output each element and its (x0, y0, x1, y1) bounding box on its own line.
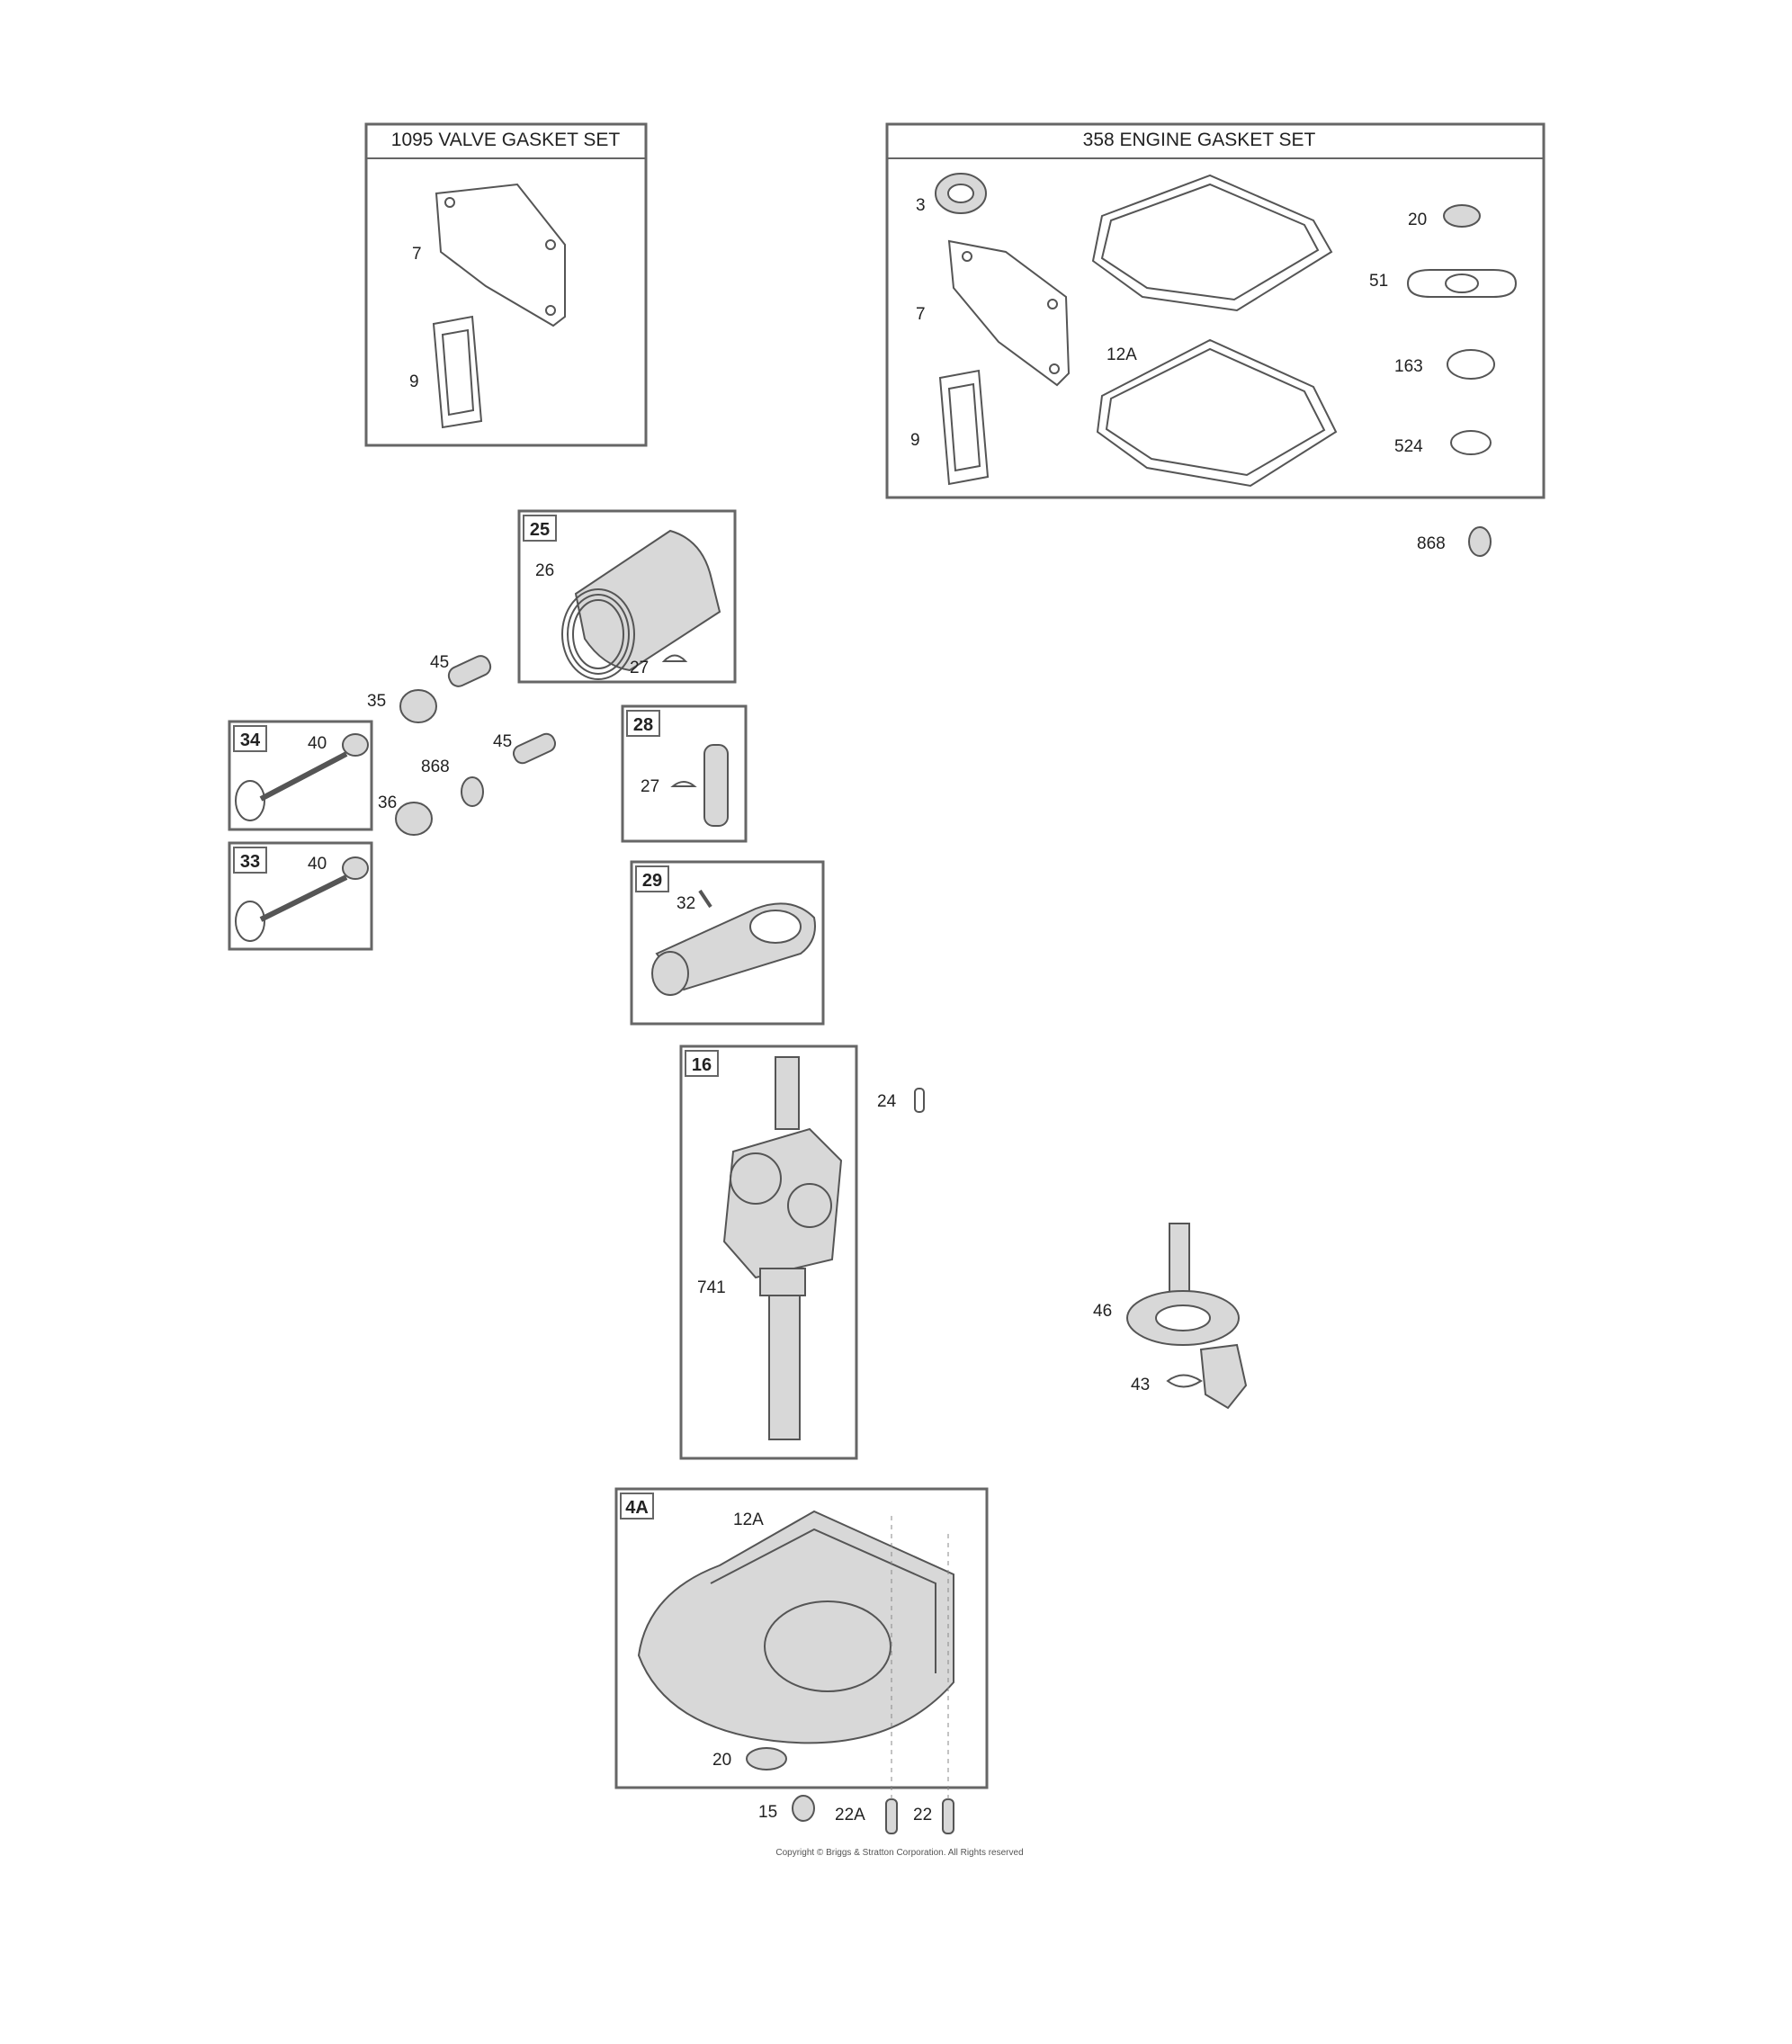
piston-label-27: 27 (630, 659, 649, 677)
sump-box-number: 4A (625, 1498, 649, 1518)
label-15: 15 (758, 1803, 777, 1822)
plug-15-graphic (792, 1795, 815, 1822)
engine-kit-label-20: 20 (1408, 211, 1427, 229)
exhaust-gasket-graphic (1406, 269, 1518, 298)
copyright-notice: Copyright © Briggs & Stratton Corporatio… (775, 1848, 1023, 1858)
valve-spring-35-graphic (399, 689, 437, 723)
label-24: 24 (877, 1092, 897, 1111)
connecting-rod-box-number: 29 (642, 871, 662, 891)
piston-box-number: 25 (530, 520, 550, 540)
engine-gasket-set-kit: 358 ENGINE GASKET SET 3 7 9 12A 20 51 16… (885, 122, 1546, 499)
valve-train-loose-parts: 45 35 45 868 36 (367, 653, 557, 836)
piston-pin-graphic (703, 744, 729, 827)
crankshaft-label-741: 741 (697, 1278, 726, 1297)
sump-box: 4A 12A 20 (614, 1487, 989, 1789)
engine-kit-label-9: 9 (910, 431, 920, 450)
engine-gasket-set-frame (885, 122, 1546, 499)
valve-key-upper-graphic (447, 655, 492, 687)
exhaust-valve-label-40: 40 (308, 734, 327, 753)
crankshaft-upper-shaft-graphic (775, 1056, 800, 1130)
crankshaft-box: 16 741 (679, 1044, 858, 1460)
label-35: 35 (367, 692, 386, 711)
retainer-868-graphic (461, 776, 484, 807)
exhaust-valve-graphic (235, 780, 265, 821)
piston-pin-box: 28 27 (621, 704, 748, 843)
exhaust-valve-box-number: 34 (240, 731, 261, 750)
engine-kit-label-163: 163 (1394, 357, 1423, 376)
piston-graphic (574, 529, 721, 672)
sump-frame (614, 1487, 989, 1789)
crankshaft-lower-shaft-graphic (768, 1295, 801, 1440)
label-45-upper: 45 (430, 653, 449, 672)
piston-pin-box-number: 28 (633, 715, 653, 735)
intake-valve-graphic (235, 901, 265, 942)
piston-label-26: 26 (535, 561, 554, 580)
label-36: 36 (378, 793, 397, 812)
label-22A: 22A (835, 1806, 865, 1824)
piston-pin-label-27: 27 (641, 777, 659, 796)
crankcase-gasket-12A-graphic (1096, 338, 1338, 488)
piston-box: 25 26 27 (517, 509, 737, 684)
valve-spring-36-graphic (395, 802, 433, 836)
crankcase-gasket-upper-graphic (1091, 174, 1333, 312)
o-ring-524-graphic (1450, 430, 1492, 455)
seal-868-top: 868 (1417, 526, 1492, 557)
crankshaft-box-number: 16 (692, 1055, 712, 1075)
sump-label-12A: 12A (733, 1511, 764, 1529)
engine-kit-label-3: 3 (916, 196, 926, 215)
label-43: 43 (1131, 1376, 1150, 1394)
valve-kit-label-9: 9 (409, 372, 419, 391)
engine-kit-label-51: 51 (1369, 272, 1388, 291)
valve-gasket-set-kit: 1095 VALVE GASKET SET 7 9 (364, 122, 648, 447)
piston-pin-frame (621, 704, 748, 843)
sump-label-20: 20 (712, 1751, 731, 1770)
intake-valve-box: 33 40 (228, 841, 373, 951)
valve-key-lower-graphic (512, 732, 557, 765)
crank-gear-graphic (759, 1268, 806, 1296)
engine-rocker-gasket-graphic (938, 369, 990, 486)
dowel-22A-graphic (885, 1798, 898, 1834)
connecting-rod-label-32: 32 (676, 894, 695, 913)
engine-head-gasket-graphic (947, 239, 1071, 387)
intake-valve-frame (228, 841, 373, 951)
exhaust-valve-frame (228, 720, 373, 831)
label-868: 868 (421, 758, 450, 776)
connecting-rod-frame (630, 860, 825, 1026)
piston-frame (517, 509, 737, 684)
crankshaft-frame (679, 1044, 858, 1460)
compression-release-43: 43 (1131, 1343, 1248, 1410)
valve-gasket-set-title: 1095 VALVE GASKET SET (391, 130, 621, 150)
rocker-gasket-graphic (432, 315, 483, 429)
sump-hardware: 15 22A 22 (758, 1516, 954, 1834)
crank-key-24: 24 (877, 1088, 925, 1113)
camshaft-46: 46 (1093, 1223, 1240, 1346)
gasket-20-graphic (1443, 204, 1481, 228)
engine-gasket-set-title: 358 ENGINE GASKET SET (1083, 130, 1316, 150)
engine-kit-label-524: 524 (1394, 437, 1423, 456)
gasket-163-graphic (1447, 349, 1495, 380)
dowel-22-graphic (942, 1798, 954, 1834)
engine-kit-label-12A: 12A (1107, 345, 1137, 364)
label-45-lower: 45 (493, 732, 512, 751)
head-gasket-graphic (435, 183, 566, 327)
label-46: 46 (1093, 1302, 1112, 1321)
label-22: 22 (913, 1806, 932, 1824)
intake-valve-label-40: 40 (308, 855, 327, 874)
connecting-rod-box: 29 32 (630, 860, 825, 1026)
engine-kit-label-7: 7 (916, 305, 926, 324)
valve-gasket-set-frame (364, 122, 648, 447)
exhaust-valve-box: 34 40 (228, 720, 373, 831)
intake-valve-box-number: 33 (240, 852, 260, 872)
sump-graphic (637, 1510, 954, 1744)
valve-kit-label-7: 7 (412, 245, 422, 264)
label-868-top: 868 (1417, 534, 1446, 553)
